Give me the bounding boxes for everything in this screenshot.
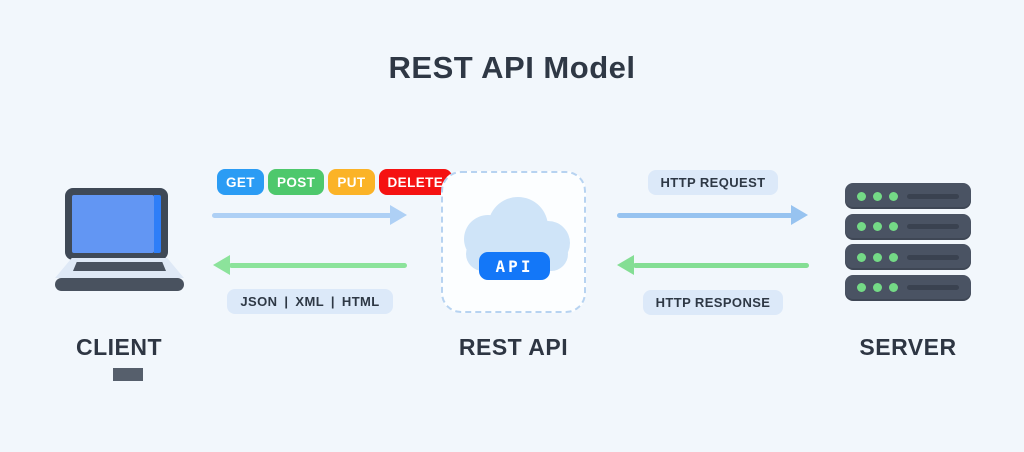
- server-rack-icon: [845, 183, 971, 301]
- request-arrow-client-to-api: [212, 213, 392, 218]
- response-arrow-server-to-api: [633, 263, 809, 268]
- drive-slot: [907, 285, 959, 291]
- led-dot: [857, 283, 866, 293]
- led-group: [857, 222, 898, 232]
- led-dot: [889, 222, 898, 232]
- led-dot: [857, 252, 866, 262]
- led-dot: [857, 222, 866, 232]
- response-arrow-api-to-client: [229, 263, 407, 268]
- page-title: REST API Model: [388, 50, 636, 85]
- laptop-keyboard: [73, 262, 166, 271]
- server-rack-unit: [845, 274, 971, 301]
- http-response-wrap: HTTP RESPONSE: [617, 290, 809, 315]
- rest-api-box: API: [441, 171, 586, 313]
- rest-api-label: REST API: [458, 334, 569, 360]
- server-rack-unit: [845, 183, 971, 209]
- response-arrowhead-server-to-api: [617, 255, 634, 275]
- request-arrowhead-api-to-server: [791, 205, 808, 225]
- laptop-touchpad-notch: [113, 368, 143, 381]
- led-group: [857, 283, 898, 293]
- method-badge-get: GET: [217, 169, 264, 195]
- laptop-screen: [72, 195, 154, 253]
- drive-slot: [907, 254, 959, 260]
- http-response-label: HTTP RESPONSE: [642, 290, 784, 315]
- laptop-screen-highlight: [154, 195, 161, 253]
- server-rack-unit: [845, 213, 971, 240]
- request-arrow-api-to-server: [617, 213, 793, 218]
- http-request-label: HTTP REQUEST: [647, 170, 779, 195]
- response-arrowhead-api-to-client: [213, 255, 230, 275]
- drive-slot: [907, 224, 959, 230]
- led-dot: [873, 191, 882, 201]
- led-group: [857, 252, 898, 262]
- method-badge-post: POST: [267, 169, 325, 195]
- server-label: SERVER: [859, 334, 957, 360]
- led-dot: [889, 283, 898, 293]
- led-dot: [857, 191, 866, 201]
- led-dot: [873, 252, 882, 262]
- method-badge-put: PUT: [328, 169, 375, 195]
- response-formats-wrap: JSON | XML | HTML: [212, 289, 408, 314]
- led-dot: [889, 191, 898, 201]
- led-dot: [873, 222, 882, 232]
- client-label: CLIENT: [75, 334, 163, 360]
- laptop-icon: [55, 188, 184, 381]
- response-formats-label: JSON | XML | HTML: [227, 289, 393, 314]
- led-dot: [889, 252, 898, 262]
- server-rack-unit: [845, 244, 971, 271]
- api-badge: API: [479, 252, 550, 280]
- laptop-bezel: [65, 188, 168, 260]
- led-dot: [873, 283, 882, 293]
- request-arrowhead-client-to-api: [390, 205, 407, 225]
- led-group: [857, 191, 898, 201]
- http-request-wrap: HTTP REQUEST: [617, 170, 809, 195]
- method-badge-delete: DELETE: [378, 169, 453, 195]
- drive-slot: [907, 193, 959, 199]
- laptop-bottom-bar: [55, 278, 184, 381]
